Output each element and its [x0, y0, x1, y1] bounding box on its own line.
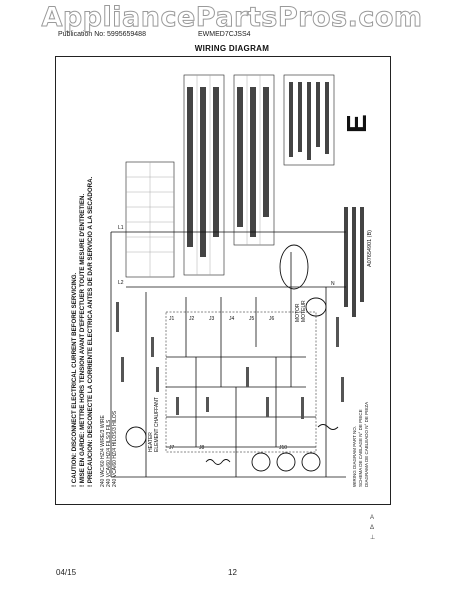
margin-marks: A Δ ⊥: [370, 513, 375, 543]
model-number: EWMED7CJSS4: [198, 31, 251, 38]
wiring-diagram: ! CAUTION: DISCONNECT ELECTRICAL CURRENT…: [71, 74, 373, 487]
heater-label-1: HEATER: [148, 432, 154, 452]
terminal-j2: J2: [189, 316, 195, 322]
wiring-diagram-frame: ! CAUTION: DISCONNECT ELECTRICAL CURRENT…: [55, 56, 391, 505]
wiring-note-2: SCHEMA DE CABLAGE N° DE PIECE: [358, 409, 363, 487]
supply-line-3: 240 VCA/60 HZ/4 HILOS/3 HILOS: [112, 410, 118, 487]
margin-mark-3: ⊥: [370, 535, 376, 541]
motor-label-2: MOTEUR: [301, 300, 307, 322]
wiring-note-1: WIRING DIAGRAM PART NO.: [352, 426, 357, 487]
terminal-j8: J8: [199, 445, 205, 451]
page-number: 12: [228, 568, 237, 577]
terminal-n: N: [331, 281, 335, 287]
caution-line-2: ! MISE EN GARDE: METTRE HORS TENSION AVA…: [79, 194, 86, 487]
supply-line-1: 240 VAC/60 HZ/4 WIRE/3 WIRE: [100, 414, 106, 487]
caution-line-1: ! CAUTION: DISCONNECT ELECTRICAL CURRENT…: [71, 272, 78, 487]
supply-line-2: 240 VCA/60 HZ/4 FILS/3 FILS: [106, 419, 112, 487]
watermark: AppliancePartsPros.com: [41, 2, 423, 34]
terminal-l2: L2: [118, 280, 124, 286]
terminal-l1: L1: [118, 225, 124, 231]
margin-mark-2: Δ: [370, 525, 375, 531]
terminal-j10: J10: [279, 445, 287, 451]
revision-letter: E: [341, 114, 372, 133]
margin-mark-1: A: [370, 515, 375, 521]
footer-date: 04/15: [56, 568, 77, 577]
wiring-note-3: DIAGRAMA DE CABLEADO N° DE PIEZA: [364, 402, 369, 487]
page-title: WIRING DIAGRAM: [194, 44, 270, 53]
caution-line-3: ! PRECAUCION: DESCONECTE LA CORRIENTE EL…: [87, 176, 94, 487]
terminal-j7: J7: [169, 445, 175, 451]
motor-label-1: MOTOR: [295, 303, 301, 322]
heater-label-2: ELEMENT CHAUFFANT: [154, 397, 160, 452]
terminal-j5: J5: [249, 316, 255, 322]
terminal-j1: J1: [169, 316, 175, 322]
terminal-j3: J3: [209, 316, 215, 322]
terminal-j6: J6: [269, 316, 275, 322]
terminal-j4: J4: [229, 316, 235, 322]
part-number: A07654901 (B): [367, 230, 373, 267]
publication-number: Publication No: 5995659488: [58, 31, 146, 38]
